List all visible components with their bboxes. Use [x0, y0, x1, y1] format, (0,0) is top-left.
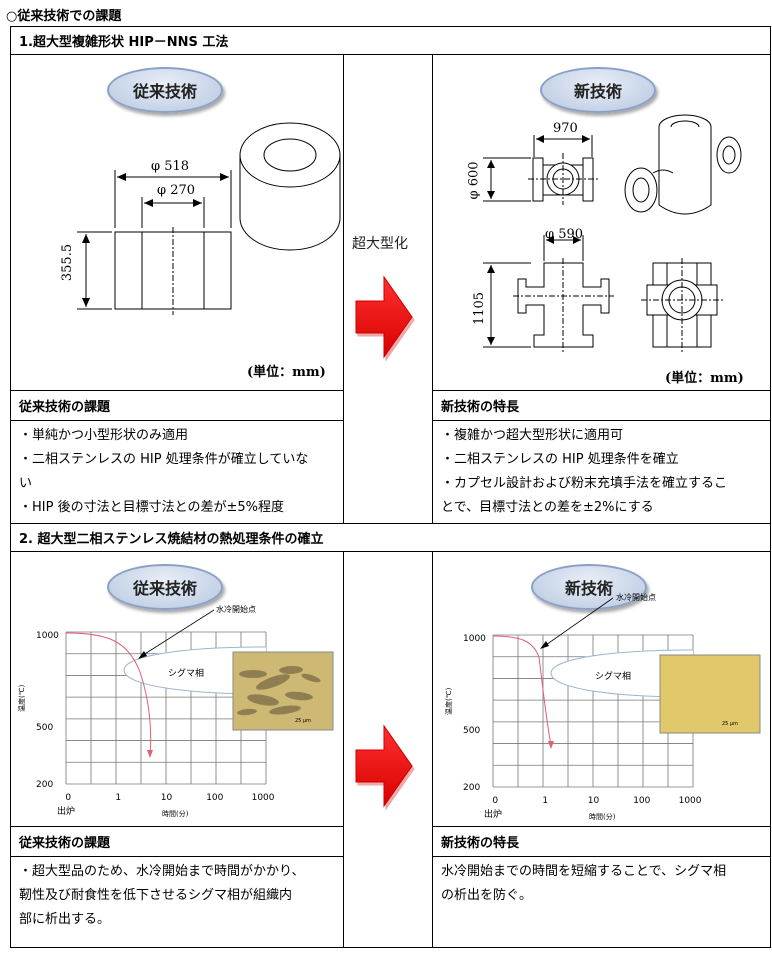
sigma-label: シグマ相	[595, 670, 631, 682]
x-start-label: 出炉	[484, 808, 502, 820]
sigma-phase-grain	[279, 665, 303, 675]
old-tech-issues-list: ・単純かつ小型形状のみ適用 ・二相ステンレスの HIP 処理条件が確立していな …	[10, 420, 344, 524]
y-tick-label: 500	[36, 723, 53, 733]
micrograph	[232, 651, 334, 731]
sigma-phase-grain	[239, 670, 267, 678]
cooling-curve	[65, 632, 152, 755]
new-tech-badge: 新技術	[540, 67, 656, 113]
list-item: 靭性及び耐食性を低下させるシグマ相が組織内	[19, 888, 293, 903]
old-tech-issues-list-2: ・超大型品のため、水冷開始まで時間がかかり、 靭性及び耐食性を低下させるシグマ相…	[10, 856, 344, 948]
right-arrow-icon	[355, 275, 415, 362]
sigma-phase-grain	[247, 694, 279, 706]
list-item: ・HIP 後の寸法と目標寸法との差が±5%程度	[19, 500, 284, 515]
list-item: い	[19, 476, 33, 491]
cooling-chart-new: シグマ相 25 μm 1000 500 200 0 1 10 100 1000 出炉 時間(分) 温度(…	[444, 592, 761, 821]
annotation-arrowhead	[540, 641, 549, 649]
sigma-label: シグマ相	[168, 667, 204, 679]
x-tick-label: 100	[633, 796, 650, 806]
list-item: 水冷開始までの時間を短縮することで、シグマ相	[441, 864, 727, 879]
unit-label-old: (単位：mm)	[247, 365, 326, 380]
new-tech-features-list-2: 水冷開始までの時間を短縮することで、シグマ相 の析出を防ぐ。	[432, 856, 771, 948]
dim-width: 970	[553, 121, 578, 136]
list-item: ・超大型品のため、水冷開始まで時間がかかり、	[19, 864, 305, 879]
x-start-label: 出炉	[57, 805, 75, 817]
list-item: ・二相ステンレスの HIP 処理条件が確立していな	[19, 452, 309, 467]
sigma-phase-grain	[255, 674, 291, 690]
x-tick-label: 10	[588, 796, 600, 806]
dim-outer-diameter: φ 518	[151, 159, 190, 174]
dim-diameter-590: φ 590	[545, 227, 584, 242]
page-title: ○従来技術での課題	[6, 9, 122, 24]
y-tick-label: 1000	[463, 634, 486, 644]
section2-arrow-cell	[343, 551, 433, 948]
micro-scale-label: 25 μm	[722, 721, 738, 727]
list-item: ・二相ステンレスの HIP 処理条件を確立	[441, 452, 679, 467]
micro-scale-label: 25 μm	[295, 718, 311, 724]
list-item: ・複雑かつ超大型形状に適用可	[441, 428, 624, 443]
dim-diameter-600: φ 600	[466, 161, 482, 200]
y-tick-label: 200	[36, 780, 53, 790]
x-tick-label: 0	[492, 796, 498, 806]
section1-new-figure: 新技術	[432, 54, 771, 391]
old-tech-issues-header: 従来技術の課題	[10, 390, 344, 421]
list-item: 部に析出する。	[19, 912, 111, 927]
annotation-label: 水冷開始点	[616, 592, 656, 602]
section2-old-figure: 従来技術 シグマ相 25 μm 1000 500 200 0 1 10 100 1000 出炉 時間(…	[10, 551, 344, 827]
new-tech-features-header-2: 新技術の特長	[432, 826, 771, 857]
right-arrow-icon	[355, 724, 415, 811]
old-tech-badge: 従来技術	[107, 67, 223, 113]
annotation-leader	[542, 597, 614, 648]
list-item: ・カプセル設計および粉末充填手法を確立するこ	[441, 476, 728, 491]
old-tech-badge-2: 従来技術	[107, 564, 223, 610]
sigma-region	[550, 649, 694, 698]
x-tick-label: 10	[161, 793, 173, 803]
y-axis-label: 温度(℃)	[17, 684, 26, 712]
x-tick-label: 1	[115, 793, 121, 803]
x-tick-label: 1	[542, 796, 548, 806]
micrograph	[659, 654, 761, 734]
sigma-phase-grain	[301, 673, 321, 683]
curve-arrowhead	[548, 741, 554, 749]
list-item: ・単純かつ小型形状のみ適用	[19, 428, 189, 443]
comparison-table: 1.超大型複雑形状 HIP－NNS 工法 従来技術	[10, 26, 771, 948]
section1-old-figure: 従来技術	[10, 54, 344, 391]
x-tick-label: 1000	[252, 793, 275, 803]
change-label: 超大型化	[352, 236, 408, 252]
sigma-phase-grain	[285, 691, 313, 701]
new-tech-features-header: 新技術の特長	[432, 390, 771, 421]
cooling-curve	[492, 635, 552, 746]
old-tech-issues-header-2: 従来技術の課題	[10, 826, 344, 857]
y-axis-label: 温度(℃)	[444, 687, 453, 715]
cooling-chart-old: シグマ相 25 μm 1000 500 200 0 1 10 100 1000 出炉 時間(分) 温度(…	[17, 604, 334, 818]
sigma-phase-grain	[237, 708, 257, 716]
new-tech-drawing	[483, 114, 742, 352]
sigma-region	[123, 646, 267, 695]
x-axis-label: 時間(分)	[162, 809, 189, 818]
section1-title: 1.超大型複雑形状 HIP－NNS 工法	[10, 26, 771, 55]
annotation-leader	[139, 609, 215, 658]
list-item: の析出を防ぐ。	[441, 888, 533, 903]
new-tech-badge-2: 新技術	[531, 564, 647, 610]
dim-inner-diameter: φ 270	[157, 183, 196, 198]
dim-height: 355.5	[60, 243, 76, 282]
list-item: とで、目標寸法との差を±2%にする	[441, 500, 654, 515]
section1-arrow-cell: 超大型化	[343, 54, 433, 524]
x-axis-label: 時間(分)	[589, 812, 616, 821]
annotation-arrowhead	[138, 651, 147, 659]
dim-height-1105: 1105	[472, 291, 488, 326]
sigma-phase-grain	[269, 705, 301, 715]
y-tick-label: 500	[463, 726, 480, 736]
x-tick-label: 100	[206, 793, 223, 803]
old-tech-drawing	[77, 122, 341, 315]
x-tick-label: 0	[65, 793, 71, 803]
curve-arrowhead	[147, 750, 153, 758]
new-tech-features-list: ・複雑かつ超大型形状に適用可 ・二相ステンレスの HIP 処理条件を確立 ・カプ…	[432, 420, 771, 524]
x-tick-label: 1000	[679, 796, 702, 806]
y-tick-label: 1000	[36, 631, 59, 641]
y-tick-label: 200	[463, 783, 480, 793]
unit-label-new: (単位：mm)	[665, 371, 744, 386]
section2-title: 2. 超大型二相ステンレス焼結材の熱処理条件の確立	[10, 523, 771, 552]
annotation-label: 水冷開始点	[216, 604, 256, 614]
section2-new-figure: 新技術 シグマ相 25 μm 1000 500 200 0 1 10 100 1000 出炉 時間(分…	[432, 551, 771, 827]
